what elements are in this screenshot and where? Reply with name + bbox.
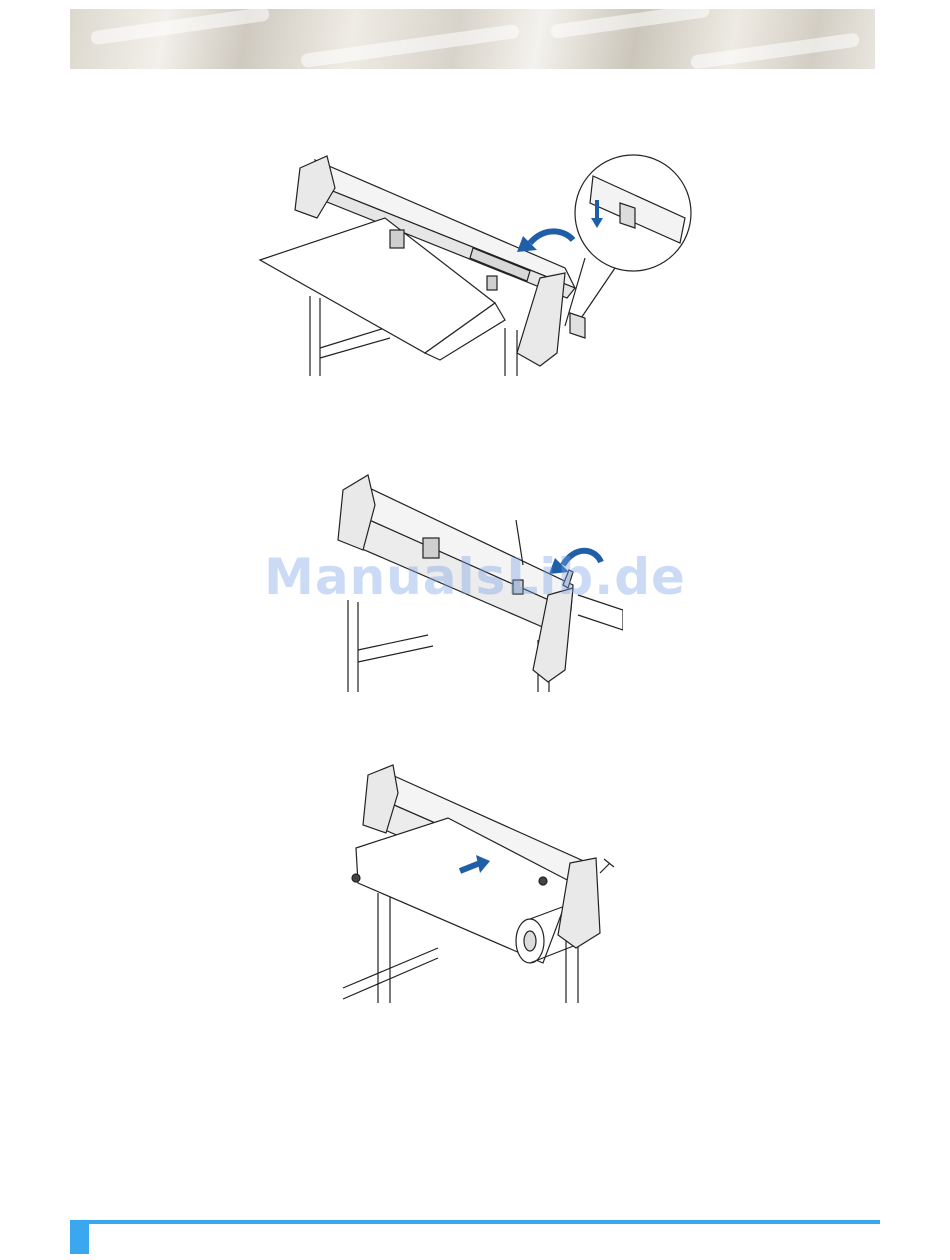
watermark-text: ManualsLib.de <box>0 548 950 606</box>
plotter-roll-feed-illustration <box>338 763 618 1005</box>
footer-rule <box>70 1220 880 1224</box>
plotter-sheet-loading-illustration <box>255 148 695 380</box>
figure-3-plotter-roll <box>338 763 618 1005</box>
footer-tab-marker <box>70 1220 89 1254</box>
header-decorative-band <box>70 9 875 69</box>
figure-1-plotter-sheet <box>255 148 695 380</box>
